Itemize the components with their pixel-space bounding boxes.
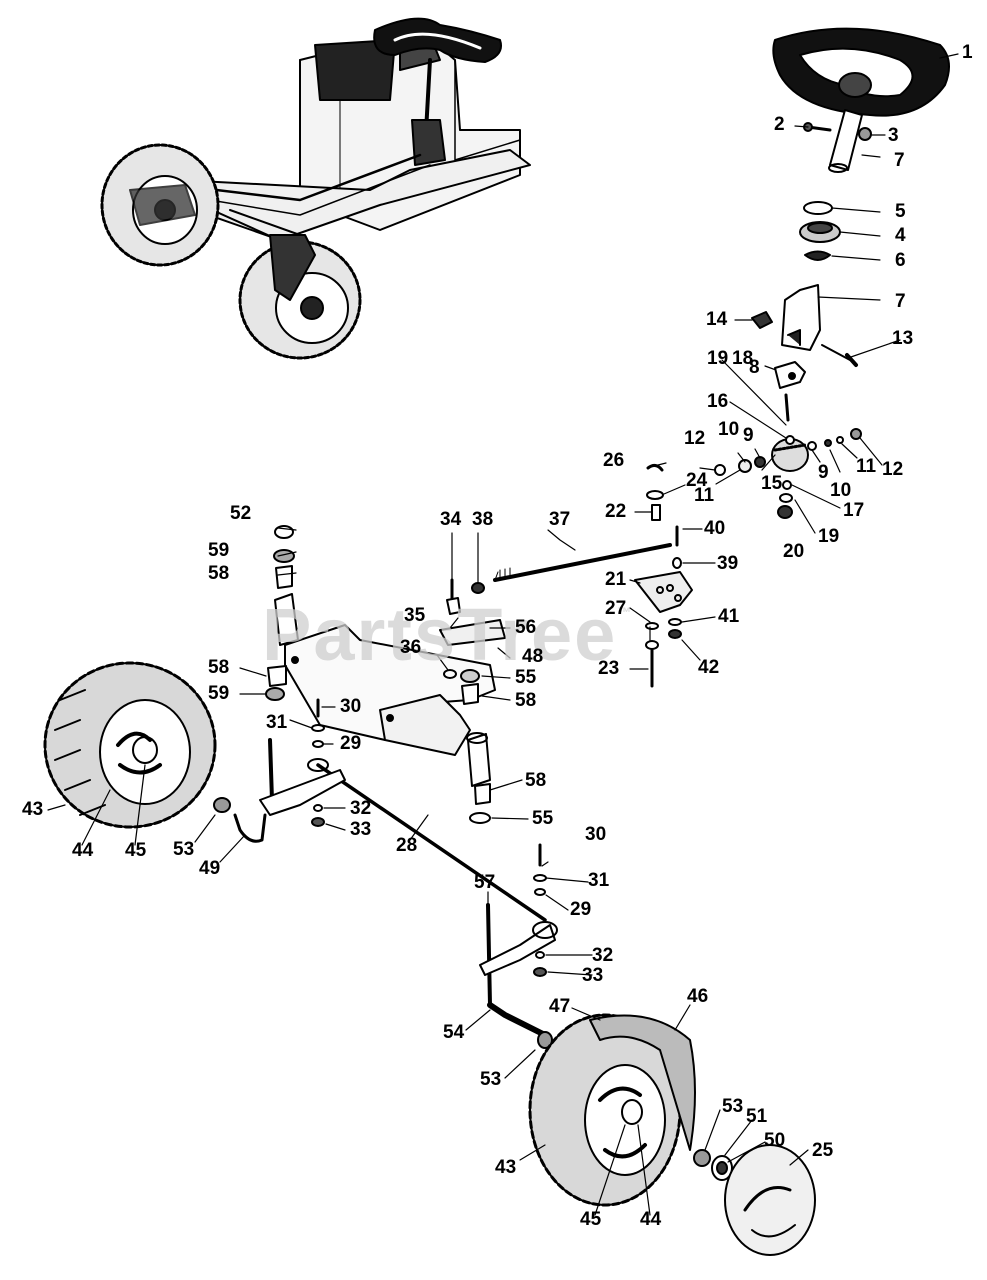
callout-26: 26 xyxy=(603,450,625,471)
callout-46: 46 xyxy=(687,986,709,1007)
callout-53: 53 xyxy=(480,1069,502,1090)
callout-47: 47 xyxy=(549,996,571,1017)
callout-28: 28 xyxy=(396,835,418,856)
callout-53: 53 xyxy=(173,839,195,860)
callout-10: 10 xyxy=(830,480,852,501)
callout-24: 24 xyxy=(686,470,708,491)
callout-54: 54 xyxy=(443,1022,465,1043)
callout-58: 58 xyxy=(208,563,230,584)
callout-33: 33 xyxy=(350,819,372,840)
callout-55: 55 xyxy=(515,667,537,688)
callout-59: 59 xyxy=(208,683,230,704)
callout-45: 45 xyxy=(125,840,147,861)
callout-31: 31 xyxy=(588,870,610,891)
callout-12: 12 xyxy=(882,459,904,480)
callout-58: 58 xyxy=(515,690,537,711)
callout-41: 41 xyxy=(718,606,740,627)
callout-19: 19 xyxy=(707,348,729,369)
callout-25: 25 xyxy=(812,1140,834,1161)
callout-29: 29 xyxy=(340,733,362,754)
callout-7: 7 xyxy=(894,150,905,171)
callout-55: 55 xyxy=(532,808,554,829)
tie-rod-and-spindles xyxy=(213,698,558,1049)
callout-44: 44 xyxy=(72,840,94,861)
callout-16: 16 xyxy=(707,391,729,412)
callout-1: 1 xyxy=(962,42,973,63)
callout-5: 5 xyxy=(895,201,906,222)
callout-15: 15 xyxy=(761,473,783,494)
callout-14: 14 xyxy=(706,309,728,330)
callout-38: 38 xyxy=(472,509,494,530)
callout-11: 11 xyxy=(694,485,715,506)
callout-7: 7 xyxy=(895,291,906,312)
callout-31: 31 xyxy=(266,712,288,733)
steering-column-parts xyxy=(646,109,872,521)
callout-6: 6 xyxy=(895,250,906,271)
callout-13: 13 xyxy=(892,328,914,349)
callout-18: 18 xyxy=(732,348,754,369)
hubcap-parts xyxy=(693,1144,816,1256)
callout-48: 48 xyxy=(522,646,544,667)
callout-12: 12 xyxy=(684,428,706,449)
right-front-wheel xyxy=(528,1013,696,1207)
callout-36: 36 xyxy=(400,637,422,658)
callout-10: 10 xyxy=(718,419,740,440)
callout-32: 32 xyxy=(592,945,614,966)
callout-45: 45 xyxy=(580,1209,602,1230)
tractor-overview-illustration xyxy=(100,17,531,360)
callout-30: 30 xyxy=(340,696,362,717)
callout-19: 19 xyxy=(818,526,840,547)
callout-56: 56 xyxy=(515,617,537,638)
callout-37: 37 xyxy=(549,509,571,530)
callout-35: 35 xyxy=(404,605,426,626)
callout-9: 9 xyxy=(818,462,829,483)
callout-22: 22 xyxy=(605,501,627,522)
callout-39: 39 xyxy=(717,553,739,574)
callout-33: 33 xyxy=(582,965,604,986)
callout-20: 20 xyxy=(783,541,805,562)
callout-42: 42 xyxy=(698,657,720,678)
callout-52: 52 xyxy=(230,503,252,524)
callout-34: 34 xyxy=(440,509,462,530)
callout-30: 30 xyxy=(585,824,607,845)
callout-11: 11 xyxy=(856,456,877,477)
callout-43: 43 xyxy=(22,799,44,820)
left-front-wheel xyxy=(43,661,217,829)
callout-32: 32 xyxy=(350,798,372,819)
front-axle-bracket xyxy=(265,525,506,824)
callout-9: 9 xyxy=(743,425,754,446)
callout-59: 59 xyxy=(208,540,230,561)
drag-link-and-sector xyxy=(493,525,693,688)
callout-40: 40 xyxy=(704,518,726,539)
callout-53: 53 xyxy=(722,1096,744,1117)
callout-8: 8 xyxy=(749,357,760,378)
callout-58: 58 xyxy=(525,770,547,791)
callout-50: 50 xyxy=(764,1130,786,1151)
callout-43: 43 xyxy=(495,1157,517,1178)
callout-51: 51 xyxy=(746,1106,768,1127)
callout-58: 58 xyxy=(208,657,230,678)
callout-23: 23 xyxy=(598,658,620,679)
steering-wheel-part xyxy=(772,27,950,117)
callout-17: 17 xyxy=(843,500,865,521)
callout-21: 21 xyxy=(605,569,627,590)
callout-4: 4 xyxy=(895,225,906,246)
callout-leader-lines xyxy=(47,53,959,1216)
callout-44: 44 xyxy=(640,1209,662,1230)
callout-57: 57 xyxy=(474,872,496,893)
callout-3: 3 xyxy=(888,125,899,146)
callout-29: 29 xyxy=(570,899,592,920)
callout-2: 2 xyxy=(774,114,785,135)
callout-49: 49 xyxy=(199,858,221,879)
callout-27: 27 xyxy=(605,598,627,619)
partstree-watermark: PartsTree™ xyxy=(262,593,634,676)
